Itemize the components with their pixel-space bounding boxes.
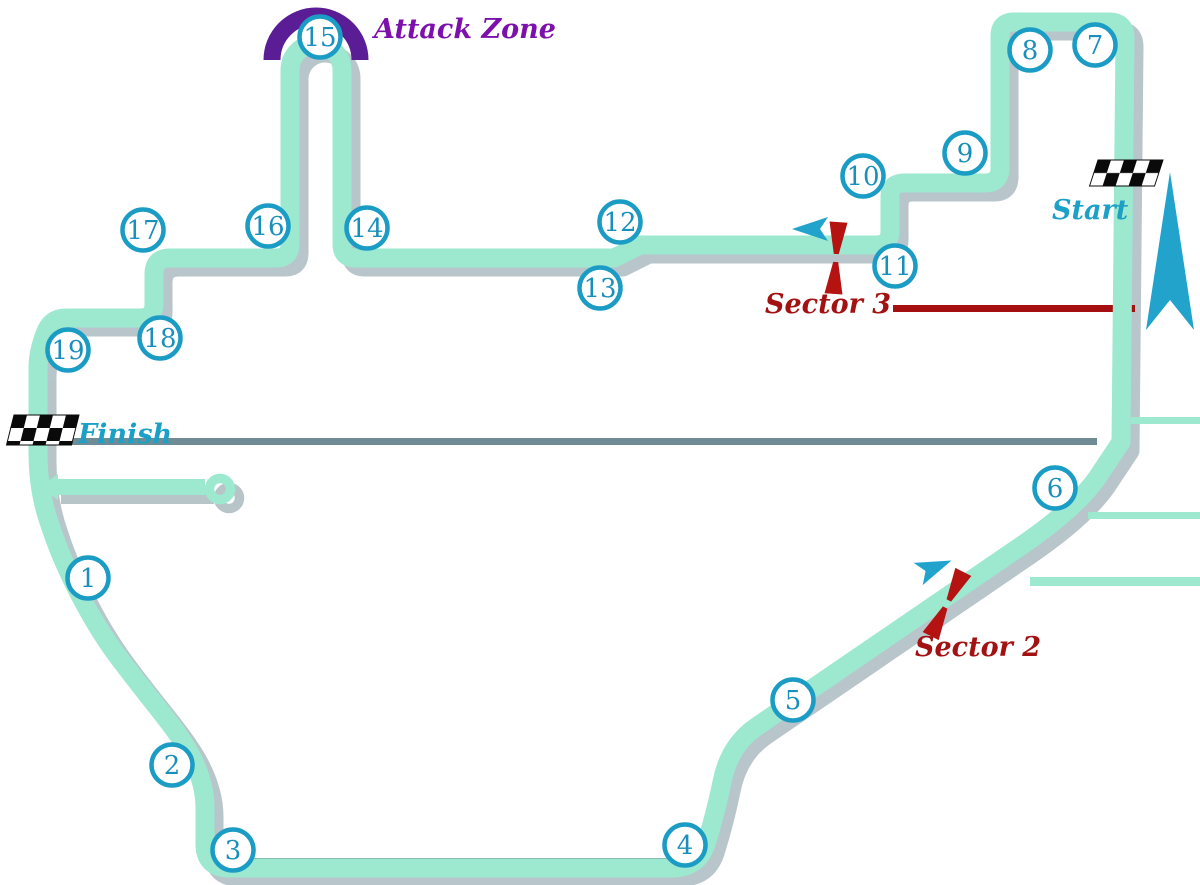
turn-marker-7: 7 [1072,22,1118,68]
turn-marker-5: 5 [770,677,816,723]
svg-text:14: 14 [350,214,383,244]
start-line-flag-icon [1088,159,1164,187]
svg-text:16: 16 [251,212,284,242]
svg-text:11: 11 [878,252,911,282]
start-direction-arrow-icon [1146,172,1194,330]
turn-marker-14: 14 [344,205,390,251]
sector3-leader-line [893,305,1135,312]
attack-zone-label: Attack Zone [371,14,556,45]
svg-text:3: 3 [225,836,242,866]
turn-marker-6: 6 [1032,465,1078,511]
turn-marker-9: 9 [942,130,988,176]
start-label: Start [1052,195,1129,226]
turn-marker-13: 13 [577,265,623,311]
turn-marker-17: 17 [120,207,166,253]
svg-text:7: 7 [1087,31,1104,61]
svg-text:18: 18 [143,324,176,354]
turn-marker-15: 15 [297,14,343,60]
svg-text:12: 12 [603,208,636,238]
turn-marker-3: 3 [210,827,256,873]
sector3-label: Sector 3 [765,289,891,320]
turn-marker-1: 1 [65,555,111,601]
svg-text:15: 15 [303,23,336,53]
turn-marker-18: 18 [137,315,183,361]
svg-text:10: 10 [846,162,879,192]
pit-spur [40,473,236,505]
svg-text:2: 2 [164,751,181,781]
track-outline [28,12,1135,878]
finish-leader-line [70,438,1097,445]
sector2-label: Sector 2 [915,632,1041,663]
turn-marker-11: 11 [872,243,918,289]
turn-marker-12: 12 [597,199,643,245]
turn-marker-19: 19 [45,327,91,373]
turn-marker-4: 4 [662,822,708,868]
turn-marker-10: 10 [840,153,886,199]
svg-text:13: 13 [583,274,616,304]
svg-text:17: 17 [126,216,159,246]
turn-marker-2: 2 [149,742,195,788]
finish-line-flag-icon [5,414,80,446]
svg-text:4: 4 [677,831,694,861]
svg-text:19: 19 [51,336,84,366]
svg-text:5: 5 [785,686,802,716]
svg-text:8: 8 [1022,36,1039,66]
turn-marker-16: 16 [245,203,291,249]
pit-entry-arrow-icon [40,474,58,500]
svg-text:6: 6 [1047,474,1064,504]
turn-marker-8: 8 [1007,27,1053,73]
svg-text:9: 9 [957,139,974,169]
right-callout-lines [1030,417,1200,586]
finish-label: Finish [77,419,172,450]
svg-text:1: 1 [80,564,97,594]
